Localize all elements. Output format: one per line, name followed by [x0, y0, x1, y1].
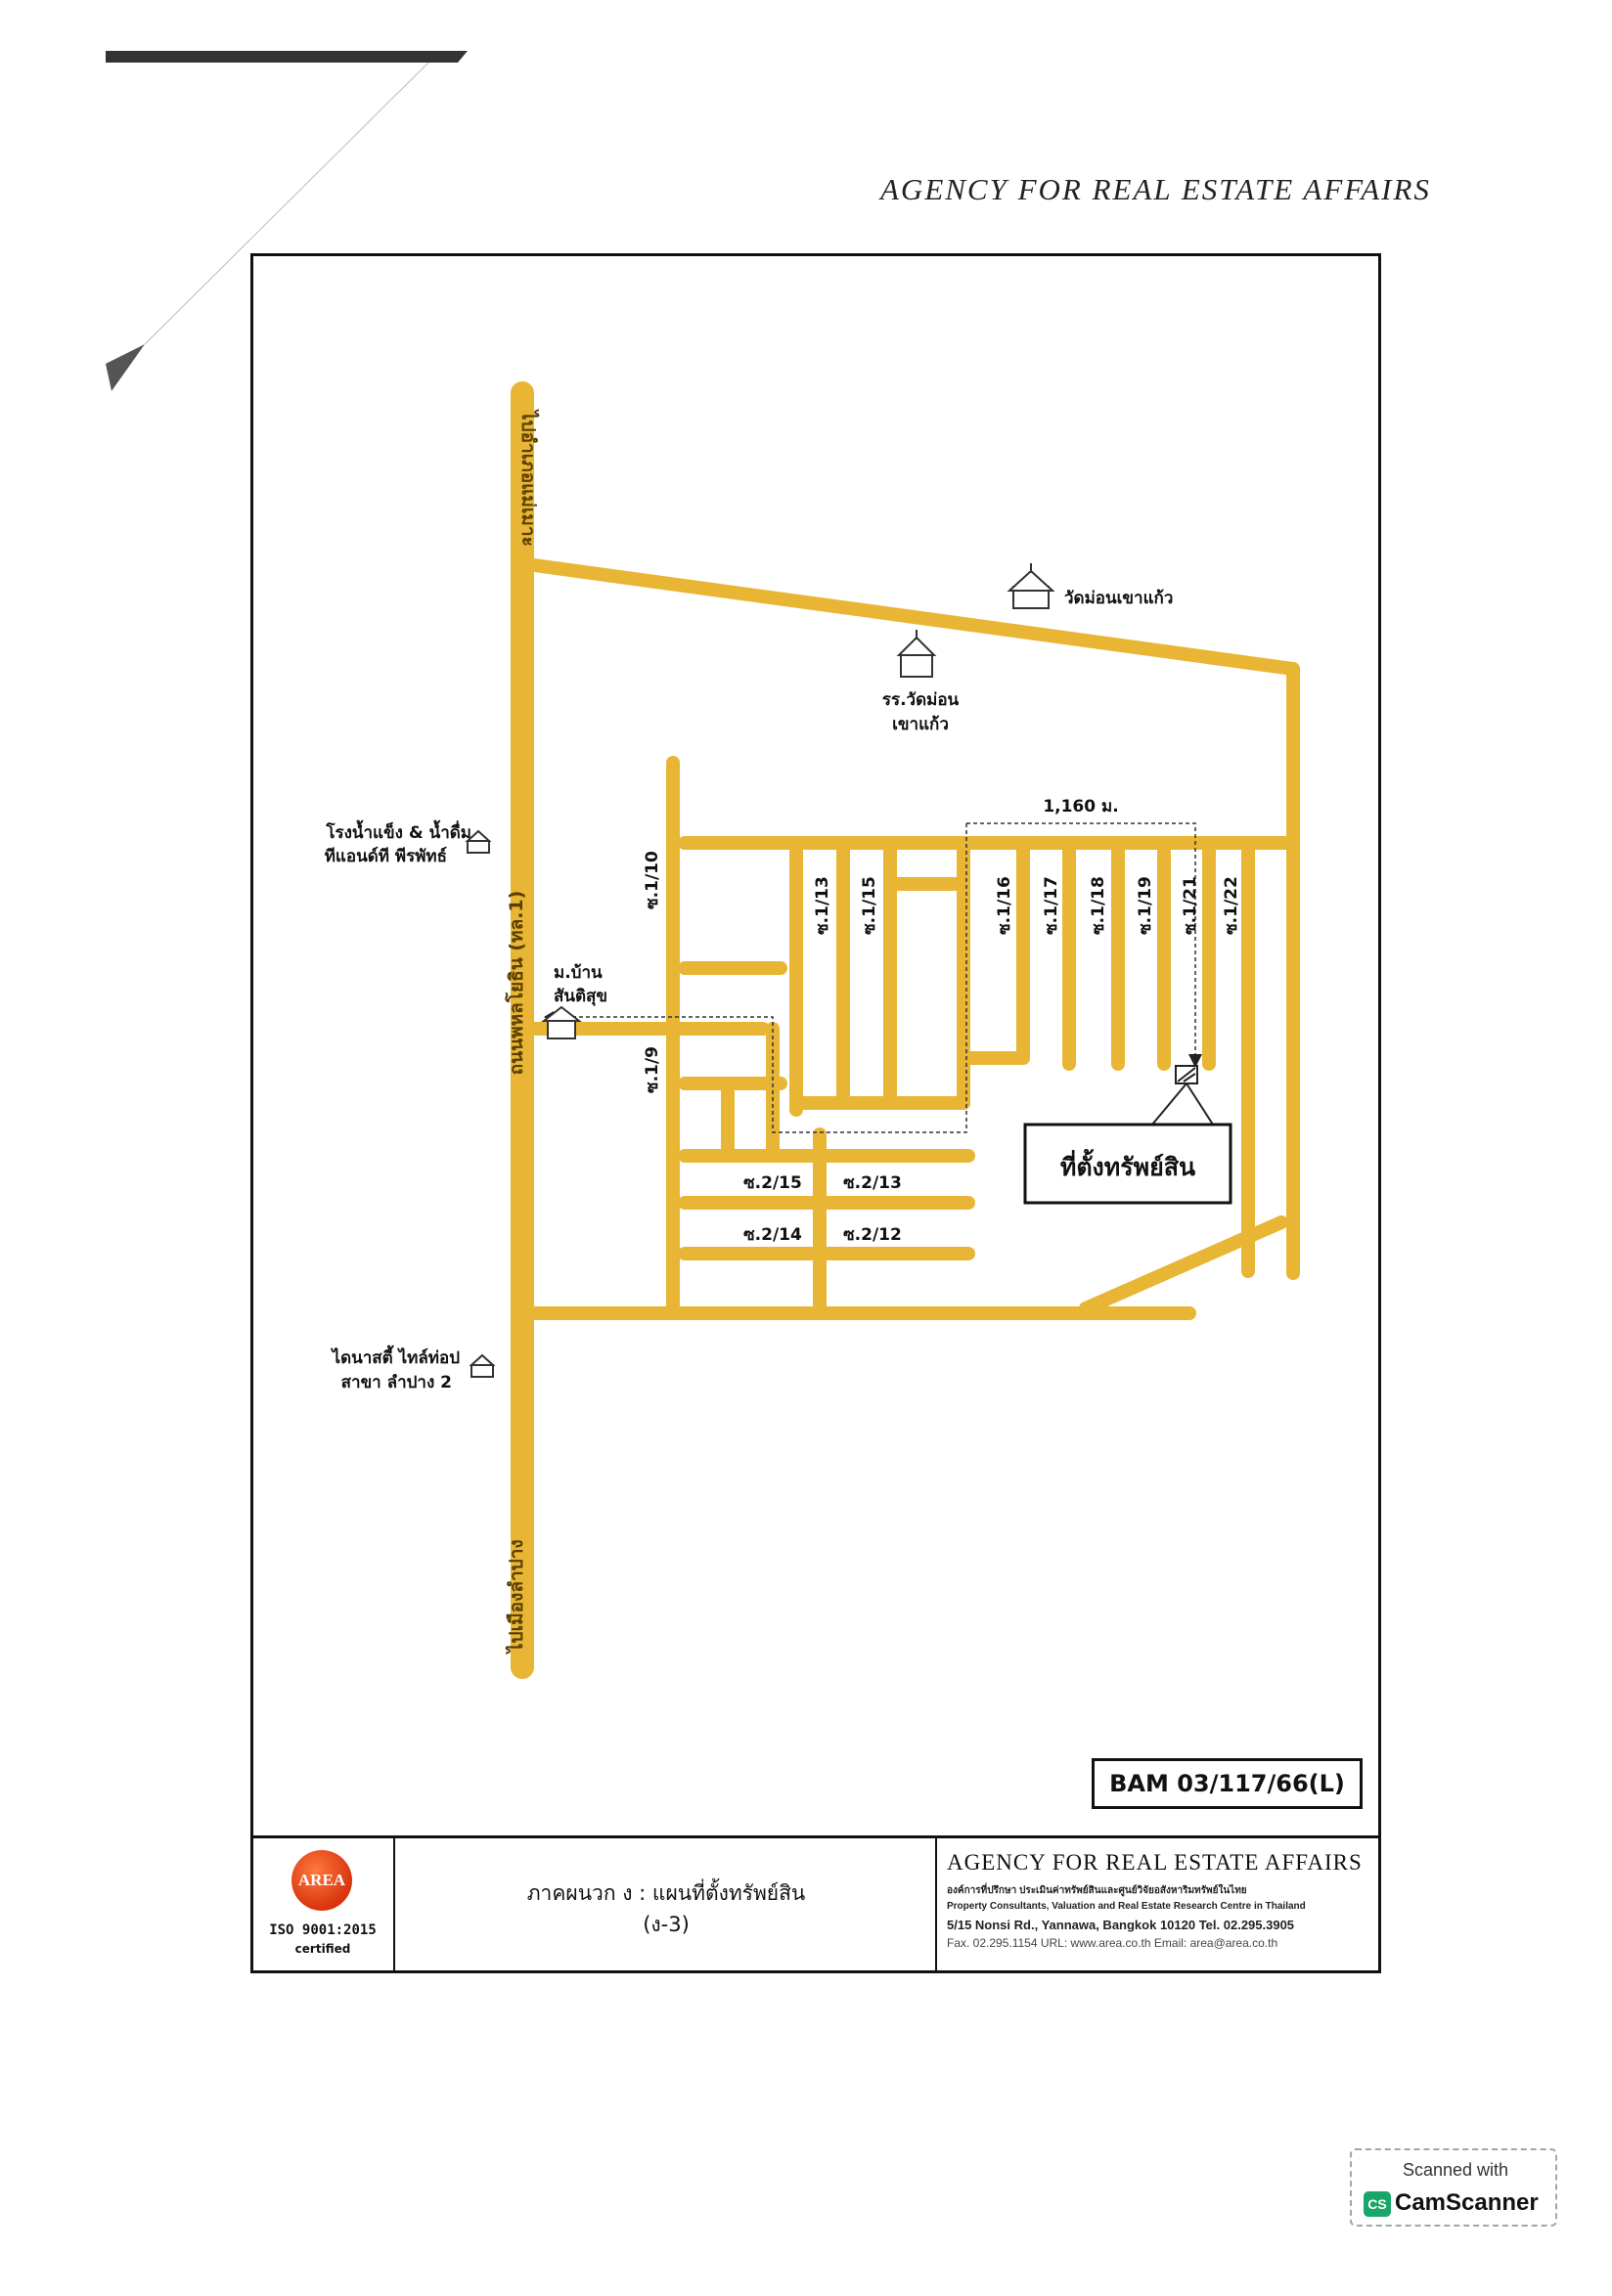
ice-factory-label-line1: โรงน้ำแข็ง & น้ำดื่ม	[325, 819, 471, 843]
footer-logo-cell: AREA ISO 9001:2015 certified	[250, 1838, 395, 1973]
map-frame	[250, 253, 1381, 1973]
soi-label: ซ.1/15	[860, 876, 879, 935]
north-direction-label: ไปอำเภอแม่เมาะ	[517, 409, 540, 547]
soi-label: ซ.2/13	[843, 1173, 902, 1193]
village-label-line2: สันติสุข	[554, 987, 607, 1006]
arrow-head	[1188, 1054, 1202, 1068]
location-map: ที่ตั้งทรัพย์สิน ไปอำเภอแม่เมาะ ถนนพหลโย…	[325, 381, 1300, 1679]
soi-label: ซ.1/9	[643, 1046, 662, 1093]
main-road-label: ถนนพหลโยธิน (ทล.1)	[505, 891, 527, 1076]
appendix-title: ภาคผนวก ง : แผนที่ตั้งทรัพย์สิน	[526, 1881, 806, 1905]
soi-label: ซ.2/15	[743, 1173, 802, 1193]
area-logo: AREA	[291, 1850, 352, 1911]
iso-certified-text: certified	[294, 1942, 351, 1956]
soi-label: ซ.1/22	[1222, 876, 1241, 935]
temple-icon	[1007, 563, 1055, 609]
subject-label: ที่ตั้งทรัพย์สิน	[1060, 1148, 1195, 1181]
school-label-line2: เขาแก้ว	[892, 715, 949, 734]
soi-label: ซ.2/14	[743, 1225, 802, 1245]
case-number-box: BAM 03/117/66(L)	[1092, 1758, 1363, 1809]
soi-label: ซ.1/16	[995, 876, 1014, 935]
shop-icon	[469, 1353, 496, 1378]
agency-header-title: AGENCY FOR REAL ESTATE AFFAIRS	[880, 172, 1431, 206]
soi-label: ซ.1/10	[643, 851, 662, 909]
camscanner-watermark: Scanned with CS CamScanner	[1350, 2148, 1557, 2227]
camscanner-icon: CS	[1364, 2191, 1391, 2217]
camscanner-caption: Scanned with	[1402, 2160, 1509, 2180]
agency-contact: Fax. 02.295.1154 URL: www.area.co.th Ema…	[947, 1936, 1278, 1950]
soi-label: ซ.1/17	[1042, 876, 1061, 935]
agency-thai-description: องค์การที่ปรึกษา ประเมินค่าทรัพย์สินและศ…	[947, 1885, 1247, 1896]
distance-label: 1,160 ม.	[1043, 797, 1118, 817]
temple-label: วัดม่อนเขาแก้ว	[1064, 589, 1173, 608]
footer-title-block: AREA ISO 9001:2015 certified ภาคผนวก ง :…	[250, 1835, 1381, 1973]
distance-guide	[556, 822, 1196, 1133]
scan-corner-artifact	[106, 51, 468, 391]
agency-address: 5/15 Nonsi Rd., Yannawa, Bangkok 10120 T…	[947, 1918, 1295, 1932]
tile-shop-label-line1: ไดนาสตี้ ไทล์ท่อป	[331, 1345, 461, 1368]
tile-shop-label-line2: สาขา ลำปาง 2	[341, 1373, 452, 1392]
road-north-diagonal	[527, 558, 1300, 676]
soi-label: ซ.1/13	[813, 876, 832, 935]
soi-label: ซ.1/21	[1181, 876, 1200, 935]
soi-label: ซ.1/19	[1136, 876, 1155, 935]
soi-label: ซ.2/12	[843, 1225, 902, 1245]
camscanner-brand: CamScanner	[1395, 2189, 1539, 2216]
south-direction-label: ไปเมืองลำปาง	[505, 1539, 527, 1655]
agency-english-description: Property Consultants, Valuation and Real…	[947, 1901, 1306, 1912]
footer-title-cell: ภาคผนวก ง : แผนที่ตั้งทรัพย์สิน (ง-3)	[395, 1838, 937, 1973]
footer-agency-cell: AGENCY FOR REAL ESTATE AFFAIRS องค์การที…	[937, 1838, 1379, 1973]
soi-label: ซ.1/18	[1089, 876, 1108, 935]
iso-text: ISO 9001:2015	[269, 1922, 377, 1938]
appendix-number: (ง-3)	[643, 1913, 690, 1936]
village-icon	[541, 1005, 582, 1039]
ice-factory-label-line2: ทีแอนด์ที พีรพัทธ์	[325, 846, 447, 866]
road-network	[511, 381, 1300, 1679]
school-icon	[896, 630, 937, 678]
subject-label-box	[1023, 1123, 1232, 1205]
school-label-line1: รร.วัดม่อน	[882, 690, 960, 710]
agency-name: AGENCY FOR REAL ESTATE AFFAIRS	[947, 1850, 1363, 1875]
village-label-line1: ม.บ้าน	[554, 963, 603, 983]
factory-icon	[465, 829, 492, 854]
